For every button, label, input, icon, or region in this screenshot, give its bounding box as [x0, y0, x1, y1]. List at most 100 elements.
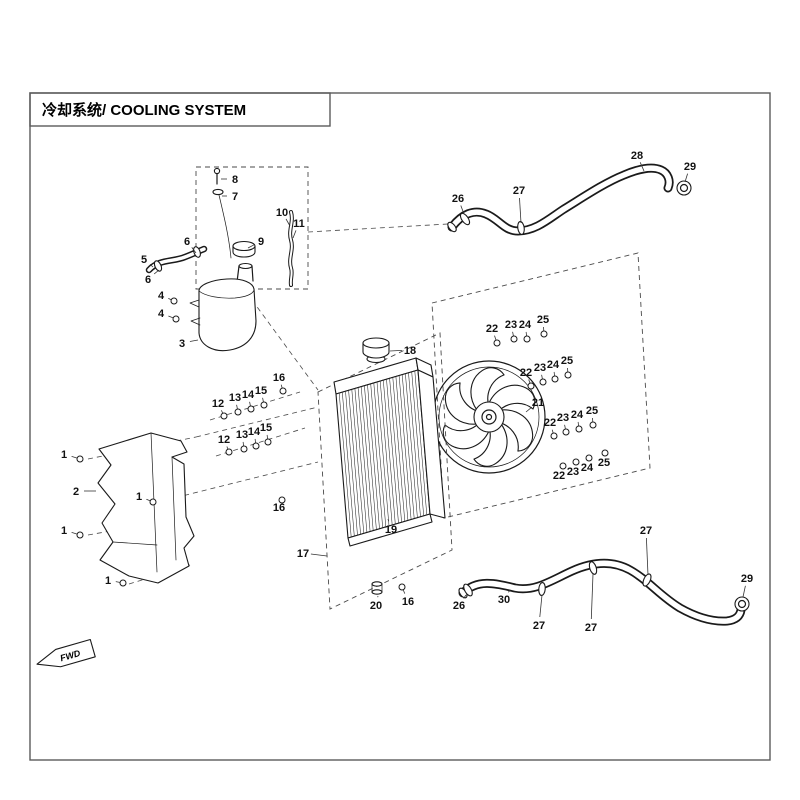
radiator-fins [338, 370, 428, 538]
fastener-part [564, 371, 572, 379]
fastener-part [170, 297, 178, 305]
part-callout-1: 1 [136, 491, 142, 503]
hose-clamp-part-27 [538, 581, 546, 597]
fwd-flag-icon [36, 638, 96, 668]
leader-line [149, 264, 154, 268]
leader-line [463, 594, 467, 599]
leader-line [646, 537, 649, 576]
fastener-part [76, 531, 84, 539]
reservoir-cap-part-9 [232, 240, 256, 258]
leader-line [292, 230, 297, 239]
part-callout-24: 24 [571, 409, 584, 421]
page-border [29, 92, 771, 761]
part-callout-23: 23 [505, 319, 517, 331]
fastener-part [493, 339, 501, 347]
fastener-part [523, 335, 531, 343]
part-callout-14: 14 [242, 389, 255, 401]
fan-dashed-box [431, 252, 651, 519]
fastener-part [278, 496, 286, 504]
fastener-part [247, 405, 255, 413]
reservoir-hose-part-5 [145, 245, 208, 274]
hose-end [447, 221, 457, 233]
part-callout-26: 26 [453, 600, 465, 612]
leader-line [310, 553, 328, 557]
leader-line [247, 244, 255, 249]
part-callout-1: 1 [61, 449, 67, 461]
fastener-part [119, 579, 127, 587]
part-callout-2: 2 [73, 486, 79, 498]
part-callout-12: 12 [218, 434, 230, 446]
fastener-part [559, 462, 567, 470]
fastener-part [527, 382, 535, 390]
part-callout-18: 18 [404, 345, 416, 357]
leader-line [389, 350, 403, 352]
leader-line [684, 173, 688, 183]
part-callout-22: 22 [520, 367, 532, 379]
fastener-part [550, 432, 558, 440]
title-block: 冷却系统/ COOLING SYSTEM [29, 92, 331, 127]
part-callout-1: 1 [61, 525, 67, 537]
fastener-part [240, 445, 248, 453]
fastener-part [279, 387, 287, 395]
leader-line [519, 197, 522, 224]
leader-line [525, 406, 533, 413]
part-callout-23: 23 [567, 466, 579, 478]
screw-part-8 [213, 167, 221, 185]
part-callout-8: 8 [232, 174, 238, 186]
fwd-marker: FWD [36, 638, 96, 668]
leader-line [285, 218, 291, 227]
part-callout-25: 25 [598, 457, 610, 469]
part-callout-13: 13 [229, 392, 241, 404]
part-callout-15: 15 [255, 385, 267, 397]
hose-clamp-part-27 [642, 573, 652, 587]
part-callout-24: 24 [519, 319, 532, 331]
part-callout-4: 4 [158, 308, 165, 320]
fan-shroud-part-2 [97, 432, 195, 584]
overflow-tube-part-10-11 [288, 210, 294, 287]
part-callout-26: 26 [452, 193, 464, 205]
part-callout-17: 17 [297, 548, 309, 560]
lower-radiator-hose-part-30 [458, 558, 750, 626]
part-callout-29: 29 [741, 573, 753, 585]
fastener-part [601, 449, 609, 457]
part-callout-25: 25 [586, 405, 598, 417]
hose-clamp-part-26 [463, 583, 473, 597]
fastener-part [575, 425, 583, 433]
leader-line [189, 339, 199, 342]
radiator-dashed-box [317, 332, 453, 610]
fan-hub [473, 401, 505, 433]
fan-blade [488, 384, 536, 414]
hose-clamp-part-27 [588, 561, 598, 575]
filler-neck [236, 262, 254, 283]
part-callout-10: 10 [276, 207, 288, 219]
fastener-part [149, 498, 157, 506]
part-callout-25: 25 [537, 314, 549, 326]
upper-radiator-hose-part-28 [447, 163, 692, 236]
part-callout-11: 11 [293, 218, 305, 230]
clamp-ring-part-29 [676, 180, 692, 196]
clamp-ring-part-29 [734, 596, 750, 612]
hose-clamp-part-26 [459, 212, 471, 226]
part-callout-16: 16 [402, 596, 414, 608]
part-callout-7: 7 [232, 191, 238, 203]
part-callout-6: 6 [145, 274, 151, 286]
part-callout-28: 28 [631, 150, 643, 162]
hose-clamp-part-6 [193, 246, 201, 258]
coolant-reservoir-group [145, 166, 309, 352]
part-callout-6: 6 [184, 236, 190, 248]
hose-clamp-part-6 [153, 260, 163, 272]
fastener-part [585, 454, 593, 462]
part-callout-27: 27 [585, 622, 597, 634]
leader-line [639, 162, 645, 172]
fastener-part [562, 428, 570, 436]
part-callout-24: 24 [581, 462, 594, 474]
fan-assembly-group [431, 252, 651, 519]
part-callout-4: 4 [158, 290, 165, 302]
fastener-part [220, 412, 228, 420]
fastener-part [589, 421, 597, 429]
radiator-cap-part-18 [362, 337, 390, 364]
part-callout-22: 22 [553, 470, 565, 482]
part-callout-24: 24 [547, 359, 560, 371]
